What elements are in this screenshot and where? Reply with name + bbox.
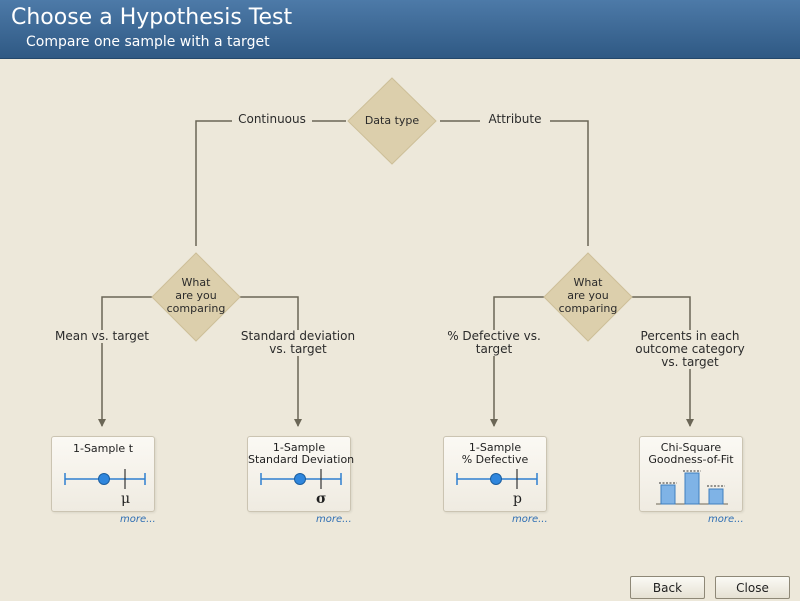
diamond-line: comparing [558,302,618,315]
connector-left-mean [98,296,152,427]
page-title: Choose a Hypothesis Test [11,5,293,30]
header-bar: Choose a Hypothesis Test Compare one sam… [0,0,800,59]
connector-root-left [195,120,346,246]
diamond-line: What [181,276,211,289]
more-link-1-sample-standard-deviation[interactable]: more... [316,514,352,525]
choice-line: vs. target [269,342,327,356]
choice-line: target [475,342,513,356]
choice-label-defective: % Defective vs. target [444,330,544,356]
choice-line: % Defective vs. [447,329,541,343]
card-symbol: μ [121,491,130,507]
card-title-line: 1-Sample [468,441,522,454]
connector-right-defective [490,296,544,427]
connector-right-percents [632,296,694,427]
card-title: 1-Sample Standard Deviation [248,441,355,466]
connector-left-stdev [240,296,302,427]
card-1-sample-standard-deviation[interactable]: 1-Sample Standard Deviation σ [247,436,355,512]
diamond-line: are you [175,289,217,302]
card-1-sample-t[interactable]: 1-Sample t μ [51,436,155,512]
close-button[interactable]: Close [715,576,790,599]
number-line-mu-icon: μ [64,469,146,507]
number-line-sigma-icon: σ [260,469,342,507]
card-title: Chi-Square Goodness-of-Fit [640,442,742,466]
card-chi-square-goodness-of-fit[interactable]: Chi-Square Goodness-of-Fit [639,436,743,512]
number-line-p-icon: p [456,469,538,507]
choice-label-percents: Percents in each outcome category vs. ta… [630,330,750,369]
card-symbol: p [513,491,522,507]
card-title-line: Goodness-of-Fit [648,453,734,466]
card-title: 1-Sample t [52,443,154,455]
diamond-label-data-type: Data type [364,114,420,127]
connector-root-right [440,120,589,246]
card-title-line: % Defective [461,453,529,466]
decision-diamond-left [151,252,241,342]
branch-label-attribute: Attribute [480,113,550,126]
choice-label-stdev: Standard deviation vs. target [238,330,358,356]
page-subtitle: Compare one sample with a target [26,34,270,50]
card-title-line: 1-Sample t [72,442,134,455]
more-link-1-sample-t[interactable]: more... [120,514,156,525]
choice-label-mean: Mean vs. target [47,330,157,343]
card-title-line: Chi-Square [660,441,722,454]
diamond-line: comparing [166,302,226,315]
choice-line: Mean vs. target [55,329,149,343]
choice-line: outcome category [635,342,745,356]
diamond-line: What [573,276,603,289]
branch-label-continuous: Continuous [232,113,312,126]
more-link-chi-square-goodness-of-fit[interactable]: more... [708,514,744,525]
decision-diamond-right [543,252,633,342]
card-title-line: Standard Deviation [248,453,355,466]
bar-chart-icon [656,470,728,505]
diamond-line: are you [567,289,609,302]
diamond-label-left: What are you comparing [156,276,236,315]
card-title: 1-Sample % Defective [444,442,546,466]
choice-line: Percents in each [640,329,740,343]
choice-line: vs. target [661,355,719,369]
card-1-sample-percent-defective[interactable]: 1-Sample % Defective p [443,436,547,512]
diamond-label-right: What are you comparing [548,276,628,315]
more-link-1-sample-percent-defective[interactable]: more... [512,514,548,525]
card-symbol: σ [316,491,326,507]
decision-diamond-data-type [347,77,437,165]
back-button[interactable]: Back [630,576,705,599]
card-title-line: 1-Sample [272,441,326,454]
choice-line: Standard deviation [240,329,356,343]
